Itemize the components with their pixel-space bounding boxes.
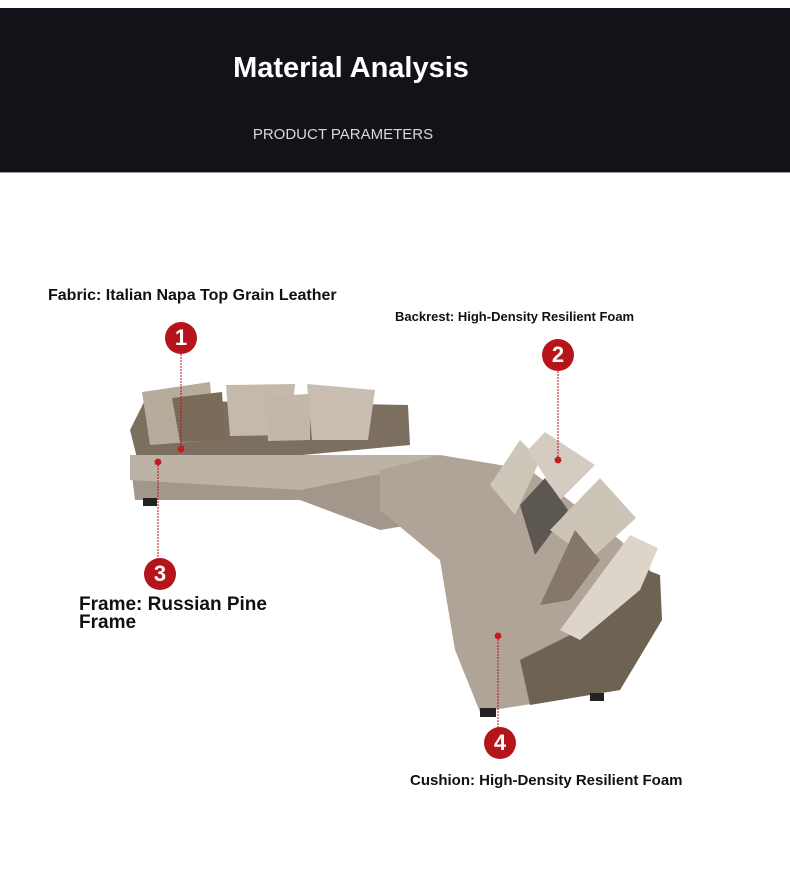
annotation-frame: Frame: Russian Pine Frame [79, 594, 267, 633]
marker-badge-1: 1 [165, 322, 197, 354]
page-title: Material Analysis [233, 52, 469, 84]
marker-badge-3: 3 [144, 558, 176, 590]
annotation-cushion: Cushion: High-Density Resilient Foam [410, 772, 683, 789]
page-subtitle: PRODUCT PARAMETERS [252, 126, 434, 143]
header-banner: Material Analysis PRODUCT PARAMETERS [0, 8, 790, 173]
marker-badge-4: 4 [484, 727, 516, 759]
annotation-fabric: Fabric: Italian Napa Top Grain Leather [48, 287, 337, 304]
marker-badge-2: 2 [542, 339, 574, 371]
annotation-backrest: Backrest: High-Density Resilient Foam [395, 309, 635, 324]
